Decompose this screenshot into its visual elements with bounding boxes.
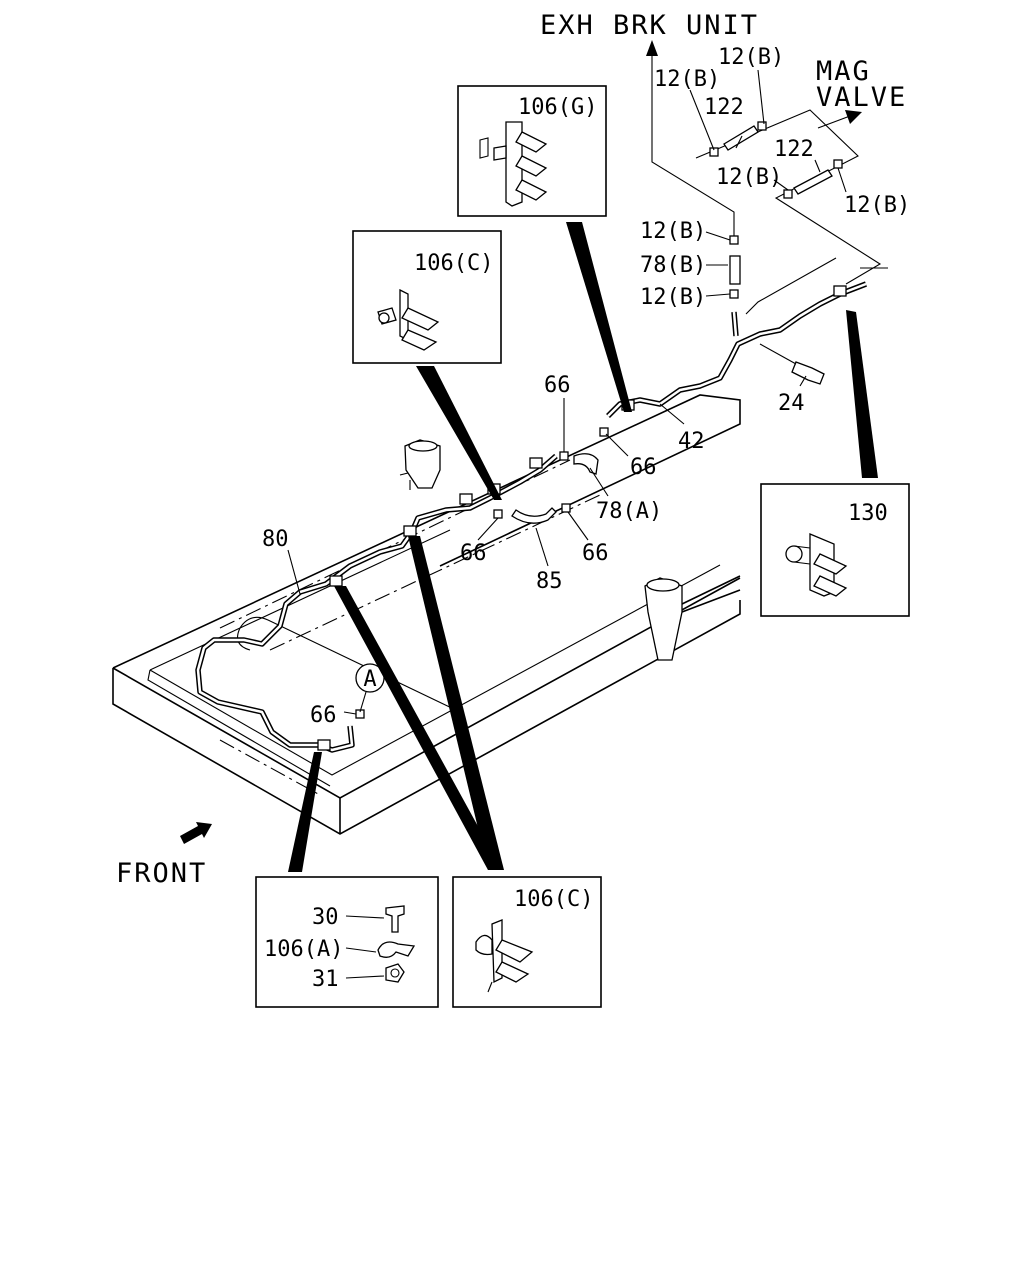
leader-lines [287,69,847,715]
part-24-label: 24 [778,391,805,416]
bolt-24 [759,343,825,385]
part-78a-label: 78(A) [596,499,662,524]
arrow-up-icon [646,40,658,56]
part-66-label: 66 [630,455,657,480]
front-label: FRONT [116,858,207,889]
detail-box-130 [760,483,910,617]
detail-box-106c-top [352,230,502,364]
part-12b-label: 12(B) [640,219,706,244]
part-106c-label: 106(C) [514,887,593,912]
part-66-label: 66 [544,373,571,398]
part-80-label: 80 [262,527,289,552]
part-12b-label: 12(B) [716,165,782,190]
chassis-frame [112,394,741,835]
hose-122-upper [709,121,767,157]
detail-pointers [288,222,878,872]
part-12b-label: 12(B) [654,67,720,92]
part-30-label: 30 [312,905,339,930]
nut-66-parts [355,427,609,719]
arrow-right-icon [817,110,862,129]
part-78b-label: 78(B) [640,253,706,278]
clamp-106a [377,941,416,958]
hose-122-lower [783,159,843,199]
nut-31 [385,963,405,983]
part-12b-label: 12(B) [640,285,706,310]
part-12b-label: 12(B) [844,193,910,218]
part-106a-label: 106(A) [264,937,343,962]
detail-box-106a [255,876,439,1008]
part-66-label: 66 [310,703,337,728]
part-122-label: 122 [704,95,744,120]
front-arrow-icon [180,822,212,844]
exh-brk-unit-label: EXH BRK UNIT [540,10,759,41]
part-66-label: 66 [460,541,487,566]
valve-label: VALVE [816,82,907,113]
mag-label: MAG [816,56,871,87]
part-12b-label: 12(B) [718,45,784,70]
ref-a-label: A [363,667,376,692]
hose-78b [729,235,741,299]
detail-box-106c-bottom [452,876,602,1008]
part-31-label: 31 [312,967,339,992]
part-42-label: 42 [678,429,705,454]
part-106c-label: 106(C) [414,251,493,276]
part-85-label: 85 [536,569,563,594]
bolt-30 [385,905,405,933]
air-pipe [195,281,867,753]
detail-box-106g [457,85,607,217]
reference-a-marker: A [355,663,385,713]
part-122-label: 122 [774,137,814,162]
labels: EXH BRK UNIT MAG VALVE FRONT 12(B) 12(B)… [116,10,910,992]
part-66-label: 66 [582,541,609,566]
part-130-label: 130 [848,501,888,526]
part-106g-label: 106(G) [518,95,597,120]
